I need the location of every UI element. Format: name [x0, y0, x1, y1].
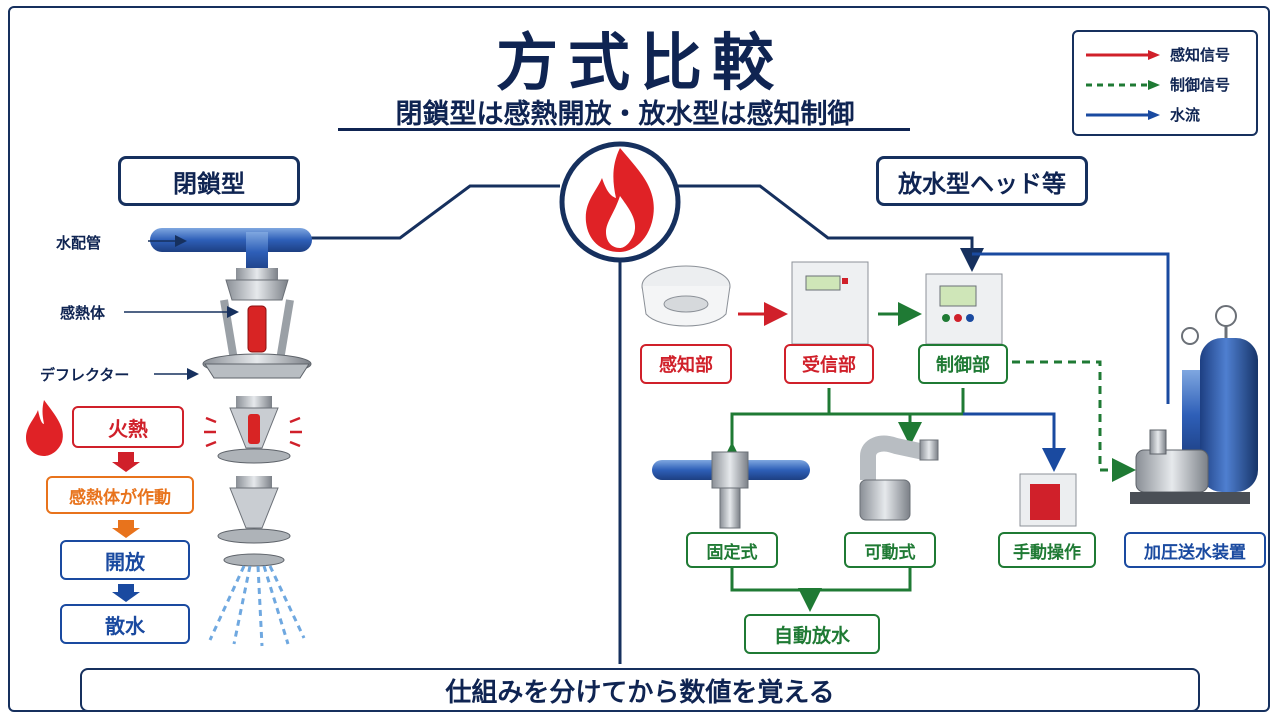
- label-water-pipe: 水配管: [56, 234, 102, 252]
- legend-item-control: 制御信号: [1084, 74, 1230, 95]
- box-auto-discharge: 自動放水: [744, 614, 880, 654]
- box-movable: 可動式: [844, 532, 936, 568]
- legend: 感知信号 制御信号 水流: [1072, 30, 1258, 136]
- box-controller: 制御部: [918, 344, 1008, 384]
- box-detector: 感知部: [640, 344, 732, 384]
- box-pressurized-pump: 加圧送水装置: [1124, 532, 1266, 568]
- step-element-activates: 感熱体が作動: [46, 476, 194, 514]
- box-receiver: 受信部: [784, 344, 874, 384]
- open-type-header: 放水型ヘッド等: [876, 156, 1088, 206]
- activation-sequence-illustration: [204, 396, 306, 647]
- part-pointer-arrows: [124, 235, 239, 380]
- legend-label-detection: 感知信号: [1170, 46, 1231, 64]
- heat-detector-illustration: [641, 265, 731, 327]
- subtitle-underline: [338, 128, 910, 131]
- page-subtitle: 閉鎖型は感熱開放・放水型は感知制御: [395, 99, 855, 130]
- closed-type-header: 閉鎖型: [118, 156, 300, 206]
- control-signal-lines: [720, 360, 1136, 612]
- step-spray: 散水: [60, 604, 190, 644]
- step-heat: 火熱: [72, 406, 184, 448]
- legend-label-waterflow: 水流: [1170, 106, 1201, 124]
- label-heat-element: 感熱体: [60, 304, 106, 322]
- header-connector-lines: [300, 184, 984, 664]
- page-title: 方式比較: [495, 26, 784, 99]
- step-arrows: [112, 452, 140, 602]
- movable-nozzle-illustration: [859, 435, 939, 521]
- step-open: 開放: [60, 540, 190, 580]
- fixed-nozzle-illustration: [652, 451, 810, 529]
- footer-banner: 仕組みを分けてから数値を覚える: [80, 668, 1200, 712]
- label-deflector: デフレクター: [40, 366, 130, 384]
- box-manual-operation: 手動操作: [998, 532, 1096, 568]
- controller-panel-illustration: [925, 273, 1003, 345]
- legend-item-waterflow: 水流: [1084, 104, 1200, 125]
- box-fixed: 固定式: [686, 532, 778, 568]
- legend-label-control: 制御信号: [1170, 76, 1231, 94]
- fire-emblem: [559, 141, 681, 263]
- sprinkler-head-illustration: [150, 228, 312, 379]
- manual-panel-illustration: [1019, 473, 1077, 527]
- receiver-panel-illustration: [791, 261, 869, 345]
- heat-flame-icon: [26, 400, 63, 456]
- legend-item-detection: 感知信号: [1084, 44, 1230, 65]
- pump-unit-illustration: [972, 252, 1258, 504]
